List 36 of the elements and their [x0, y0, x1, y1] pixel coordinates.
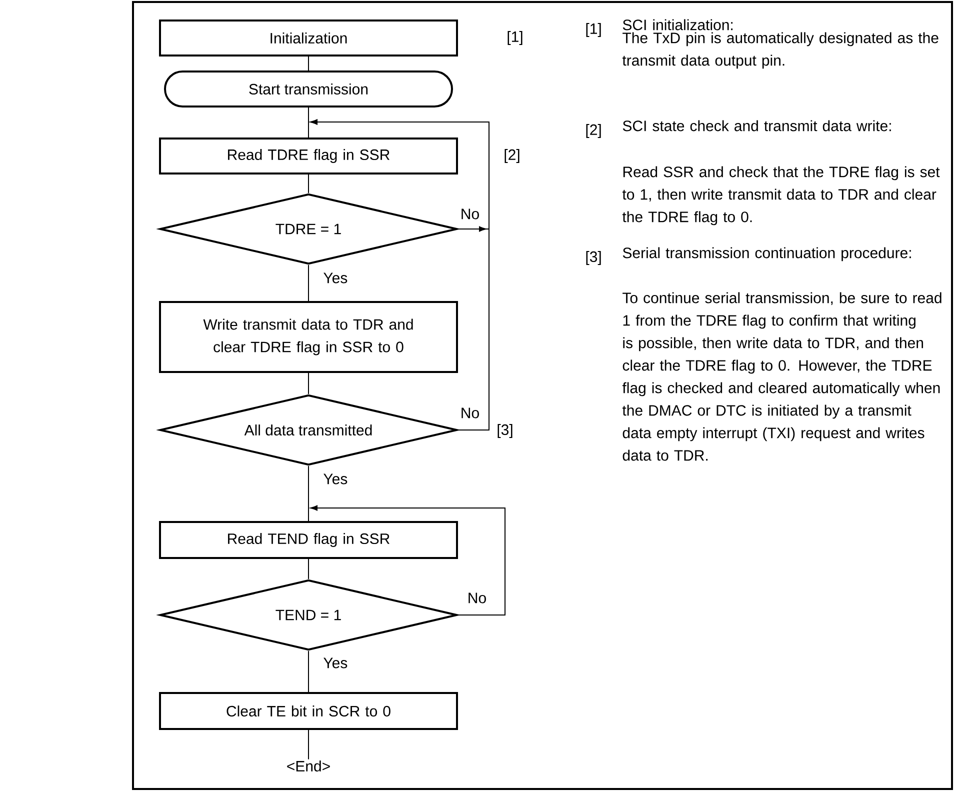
note-number: [3]: [586, 251, 601, 265]
flow-line: [308, 558, 309, 580]
flow-line: [308, 372, 309, 394]
note-heading: SCI state check and transmit data write:: [622, 120, 891, 132]
terminal-box: Start transmission: [164, 70, 453, 108]
edge-label: Yes: [322, 272, 349, 284]
flow-line: [308, 56, 309, 71]
note-heading: SCI initialization:: [622, 19, 733, 30]
end-label: <End>: [287, 760, 330, 772]
note-number: [1]: [586, 23, 601, 37]
callout-number: [1]: [508, 31, 522, 45]
note-number: [2]: [586, 124, 601, 138]
edge-label: No: [459, 406, 481, 420]
flow-line: [308, 264, 309, 302]
process-box: Clear TE bit in SCR to 0: [159, 692, 458, 730]
flow-line: [308, 730, 309, 760]
edge-label: Yes: [322, 472, 349, 486]
process-box: Read TDRE flag in SSR: [159, 138, 458, 174]
loop-arrow: [310, 505, 506, 616]
callout-number: [3]: [498, 424, 512, 438]
process-box: Write transmit data to TDR and clear TDRE flag in SSR to 0: [159, 301, 458, 373]
edge-label: No: [466, 592, 488, 604]
note-text: The TxD pin is automatically designated as the transmit data output pin.: [622, 32, 938, 69]
process-box: Initialization: [159, 20, 458, 56]
note-heading: Serial transmission continuation procedure:: [622, 247, 911, 262]
process-box: Read TEND flag in SSR: [159, 521, 458, 559]
flow-line: [308, 107, 309, 138]
flow-line: [308, 466, 309, 522]
note-text: To continue serial transmission, be sure to read 1 from the TDRE flag to confirm that writing is possible, then write data to TDR, and then clear the TDRE flag to 0. However, the TDRE flag is checked and cleared automatically when the DMAC or DTC is initiated by a transmit data empty interrupt (TXI) request and writes data to TDR.: [622, 292, 942, 461]
loop-arrow: [310, 119, 490, 430]
edge-label: Yes: [322, 656, 349, 670]
edge-label: No: [459, 208, 481, 220]
callout-number: [2]: [504, 149, 520, 163]
note-text: Read SSR and check that the TDRE flag is set to 1, then write transmit data to TDR and clear the TDRE flag to 0.: [622, 166, 940, 226]
flow-line: [308, 650, 309, 692]
flow-line: [308, 174, 309, 194]
